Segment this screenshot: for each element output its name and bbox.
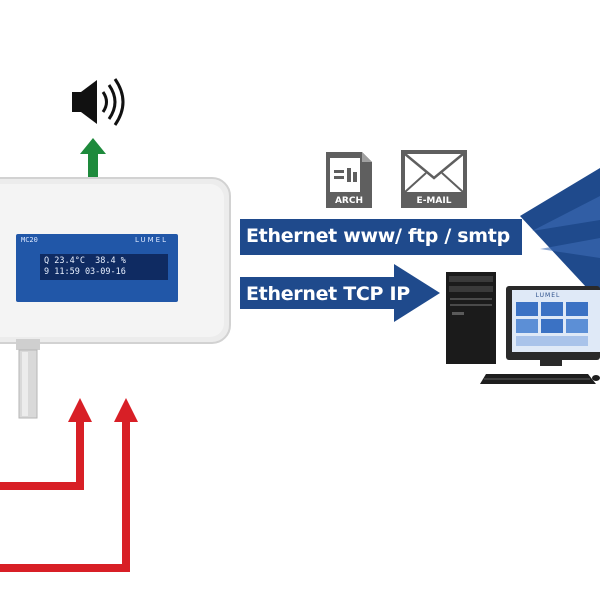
archive-icon (326, 152, 372, 208)
monitor-brand-label: LUMEL (535, 292, 561, 299)
ethernet-tcp-arrow (240, 264, 440, 322)
red-input-line-1 (0, 420, 84, 490)
desktop-computer-icon (446, 272, 600, 384)
red-arrowhead-2 (114, 398, 138, 422)
archive-caption: ARCH (334, 196, 364, 206)
lcd-line-2: 9 11:59 03-09-16 (44, 267, 126, 277)
device-lcd: Q 23.4°C 38.4 %9 11:59 03-09-16 (40, 254, 168, 280)
ethernet-www-arrow (240, 168, 600, 302)
device-display: MC20 LUMEL Q 23.4°C 38.4 %9 11:59 03-09-… (16, 234, 178, 302)
email-icon (401, 150, 467, 208)
green-alarm-arrow (80, 138, 106, 177)
device-brand-label: LUMEL (134, 236, 168, 244)
ethernet-tcp-label: Ethernet TCP IP (246, 283, 410, 305)
email-caption: E-MAIL (416, 196, 452, 206)
red-arrowhead-1 (68, 398, 92, 422)
ethernet-www-label: Ethernet www/ ftp / smtp (246, 225, 510, 247)
lcd-line-1: Q 23.4°C 38.4 % (44, 256, 126, 266)
device-model-label: MC20 (21, 236, 38, 244)
temperature-probe (16, 339, 40, 419)
red-input-line-2 (0, 420, 130, 572)
red-input-arrows (0, 420, 130, 572)
speaker-icon (72, 78, 125, 126)
